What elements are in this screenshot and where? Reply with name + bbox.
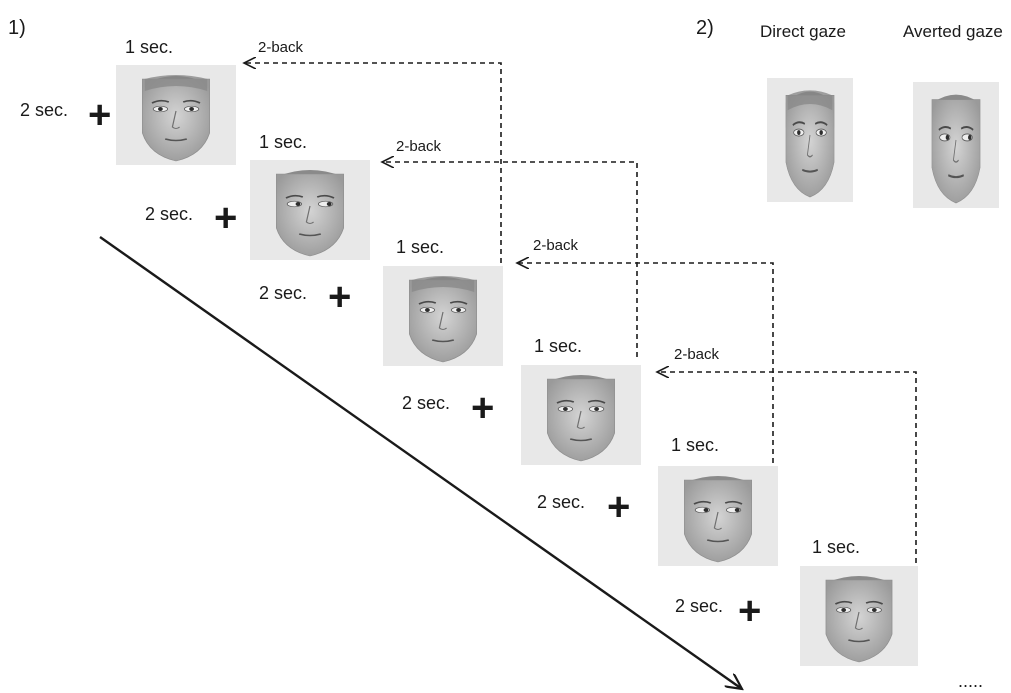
trial-1-face-image (116, 65, 236, 165)
trial-4-duration: 1 sec. (534, 336, 583, 356)
averted-gaze-title: Averted gaze (903, 22, 1003, 41)
panel-2-label: 2) (696, 17, 714, 39)
trial-4-fixation-duration: 2 sec. (402, 393, 451, 413)
face-photo (931, 94, 981, 204)
trial-2-fixation-cross: + (214, 196, 238, 240)
face-photo (142, 75, 210, 162)
trial-6-duration: 1 sec. (812, 537, 861, 557)
trial-3-face-image (383, 266, 503, 366)
trial-5-duration: 1 sec. (671, 435, 720, 455)
trial-4-fixation-cross: + (471, 386, 495, 430)
trial-6-fixation-cross: + (738, 589, 762, 633)
two-back-connector-1 (244, 63, 502, 263)
face-photo (785, 90, 835, 198)
panel-1-label: 1) (8, 17, 26, 39)
two-back-connector-4 (657, 372, 917, 563)
direct-gaze-title: Direct gaze (760, 22, 846, 41)
averted-gaze-face-image (913, 82, 999, 208)
trial-1-fixation-cross: + (88, 93, 112, 137)
face-photo (825, 576, 893, 663)
trial-5-fixation-cross: + (607, 485, 631, 529)
trial-6-face-image (800, 566, 918, 666)
face-photo (276, 170, 344, 257)
continuation-ellipsis: ..... (958, 671, 984, 691)
two-back-connector-2 (382, 162, 638, 357)
two-back-label-2: 2-back (396, 138, 442, 155)
two-back-label-4: 2-back (674, 346, 720, 363)
time-arrow (99, 236, 742, 689)
trial-4-face-image (521, 365, 641, 465)
face-photo (547, 375, 615, 462)
trial-2-fixation-duration: 2 sec. (145, 204, 194, 224)
face-photo (684, 476, 752, 563)
face-photo (409, 276, 477, 363)
trial-2-face-image (250, 160, 370, 260)
two-back-label-1: 2-back (258, 39, 304, 56)
two-back-label-3: 2-back (533, 237, 579, 254)
trial-5-face-image (658, 466, 778, 566)
trial-3-duration: 1 sec. (396, 237, 445, 257)
trial-6-fixation-duration: 2 sec. (675, 596, 724, 616)
trial-1-duration: 1 sec. (125, 37, 174, 57)
direct-gaze-face-image (767, 78, 853, 202)
trial-5-fixation-duration: 2 sec. (537, 492, 586, 512)
trial-1-fixation-duration: 2 sec. (20, 100, 69, 120)
trial-2-duration: 1 sec. (259, 132, 308, 152)
two-back-connector-3 (517, 263, 774, 463)
trial-3-fixation-duration: 2 sec. (259, 283, 308, 303)
trial-3-fixation-cross: + (328, 275, 352, 319)
